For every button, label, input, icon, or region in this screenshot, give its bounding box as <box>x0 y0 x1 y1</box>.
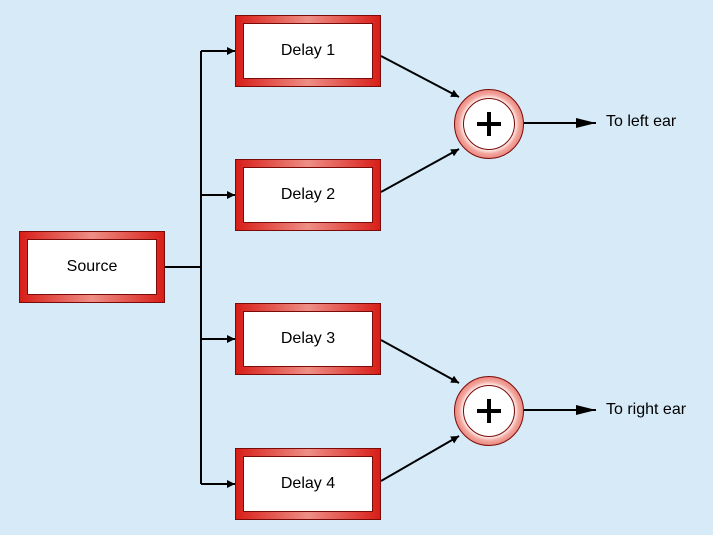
right-summing-junction-core <box>463 385 515 437</box>
delay-1-label: Delay 1 <box>243 23 373 79</box>
right-summing-junction <box>454 376 524 446</box>
right-ear-output-label: To right ear <box>606 401 687 418</box>
arrow-delay-4-to-right-sum <box>380 435 460 482</box>
arrow-delay-3-to-right-sum <box>380 339 460 384</box>
plus-icon <box>477 399 501 423</box>
arrow-delay-2-to-left-sum <box>380 148 460 193</box>
left-summing-junction <box>454 89 524 159</box>
left-summing-junction-core <box>463 98 515 150</box>
delay-3-box: Delay 3 <box>235 303 381 375</box>
delay-4-box: Delay 4 <box>235 448 381 520</box>
source-label: Source <box>27 239 157 295</box>
delay-2-label: Delay 2 <box>243 167 373 223</box>
source-box: Source <box>19 231 165 303</box>
delay-3-label: Delay 3 <box>243 311 373 367</box>
delay-4-label: Delay 4 <box>243 456 373 512</box>
delay-1-box: Delay 1 <box>235 15 381 87</box>
arrow-delay-1-to-left-sum <box>380 55 460 98</box>
left-ear-output-label: To left ear <box>606 113 677 130</box>
plus-icon <box>477 112 501 136</box>
delay-2-box: Delay 2 <box>235 159 381 231</box>
